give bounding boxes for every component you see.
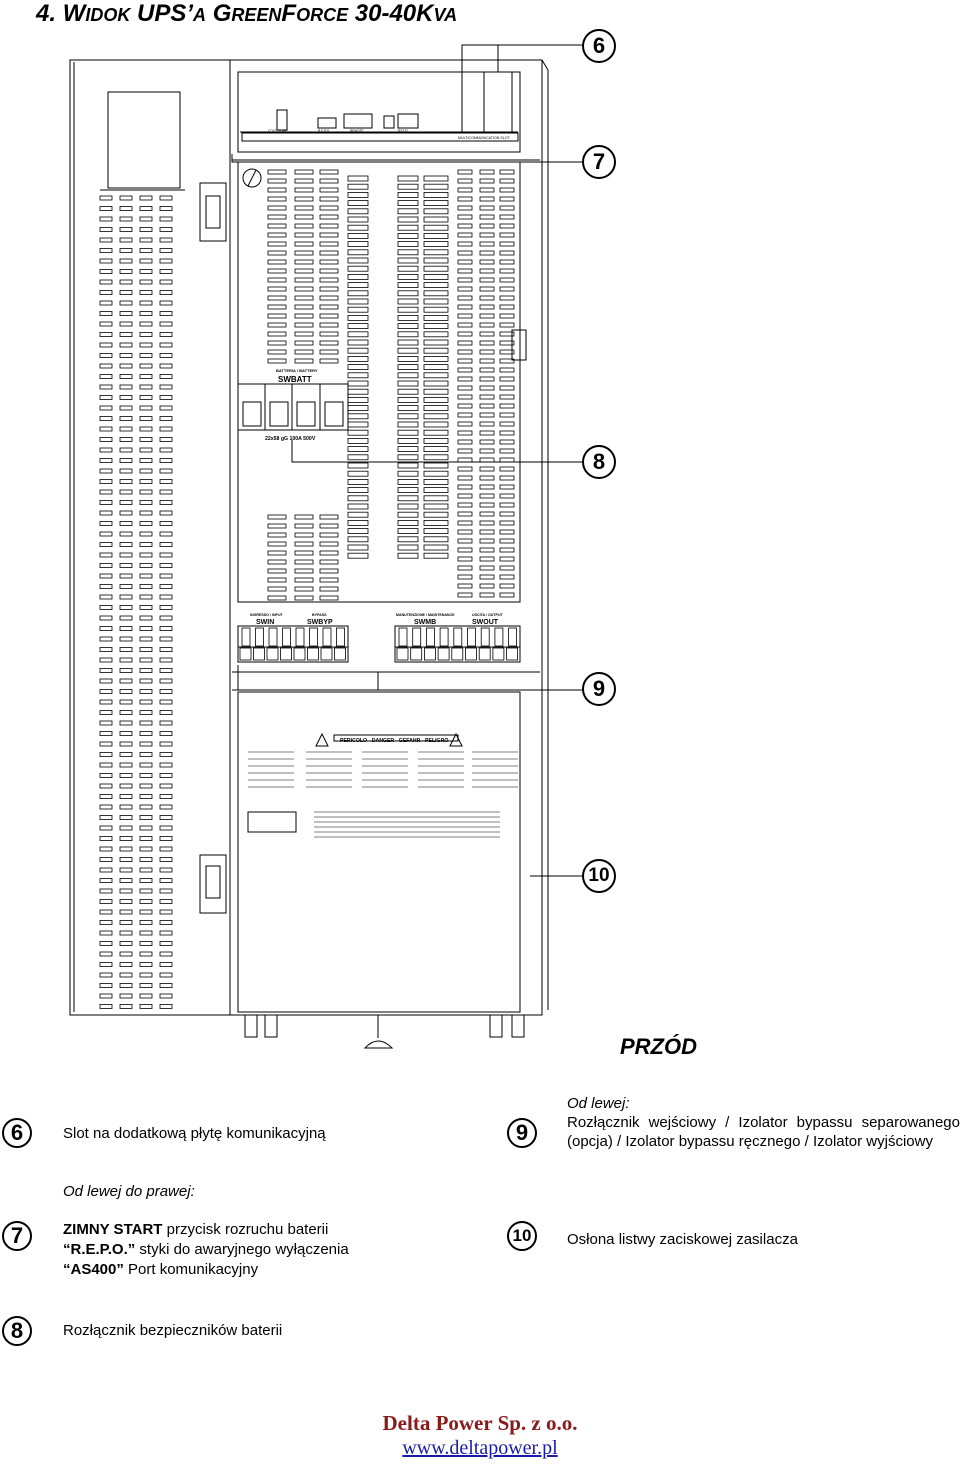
- label-swin: SWIN: [256, 619, 274, 626]
- label-swbyp-header: BYPASS: [312, 613, 327, 617]
- legend-7-line1-rest: przycisk rozruchu baterii: [162, 1221, 329, 1238]
- title-apos: ’: [186, 0, 194, 27]
- title-reen: REEN: [231, 5, 282, 25]
- callout-10: 10: [582, 859, 616, 893]
- title-model: 30-40: [354, 0, 417, 27]
- legend-7-line2-rest: styki do awaryjnego wyłączenia: [135, 1241, 349, 1258]
- breaker-stack: [347, 175, 449, 559]
- legend-7-line3-bold: “AS400”: [63, 1261, 124, 1278]
- legend-7-intro: Od lewej do prawej:: [63, 1183, 195, 1200]
- callout-7: 7: [582, 145, 616, 179]
- label-swbyp: SWBYP: [307, 619, 333, 626]
- battery-switch-block: [237, 383, 349, 431]
- legend-10-number: 10: [507, 1221, 537, 1251]
- title-a: A: [193, 5, 207, 25]
- legend-9-text: Rozłącznik wejściowy / Izolator bypassu …: [567, 1114, 960, 1150]
- title-f: F: [281, 0, 297, 27]
- callout-9: 9: [582, 672, 616, 706]
- section-number: 4.: [36, 0, 57, 27]
- label-comm-slot: MULTICOMMUNICATION SLOT: [458, 136, 511, 140]
- title-ups: UPS: [137, 0, 187, 27]
- legend-10-text: Osłona listwy zaciskowej zasilacza: [567, 1231, 798, 1248]
- section-title: 4. WIDOK UPS’A GREENFORCE 30-40KVA: [36, 0, 457, 28]
- legend-7-line2-bold: “R.E.P.O.”: [63, 1241, 136, 1258]
- switch-poles: [239, 627, 519, 661]
- label-swbatt: SWBATT: [278, 375, 312, 384]
- company-url[interactable]: www.deltapower.pl: [402, 1437, 558, 1459]
- legend-7-line1: ZIMNY START przycisk rozruchu baterii: [63, 1220, 328, 1239]
- title-orce: ORCE: [296, 5, 349, 25]
- legend-6-number: 6: [2, 1118, 32, 1148]
- legend-7-number: 7: [2, 1221, 32, 1251]
- legend-7-line3: “AS400” Port komunikacyjny: [63, 1260, 258, 1279]
- legend-7-line1-bold: ZIMNY START: [63, 1221, 163, 1238]
- legend-6-text: Slot na dodatkową płytę komunikacyjną: [63, 1125, 326, 1142]
- company-name: Delta Power Sp. z o.o.: [382, 1411, 578, 1435]
- cabinet-vents: [267, 169, 515, 601]
- ups-front-drawing: COLD START R.E.P.O. REMOTE RS232 MULTICO…: [69, 44, 582, 1049]
- label-rs232: RS232: [398, 129, 408, 133]
- legend-9-number: 9: [507, 1118, 537, 1148]
- cabinet-body: [229, 59, 543, 1016]
- title-k: K: [416, 0, 434, 27]
- label-swin-header: INGRESSO / INPUT: [250, 613, 284, 617]
- warning-text-blocks: [248, 751, 518, 838]
- title-va: VA: [433, 5, 458, 25]
- label-swmb: SWMB: [414, 619, 436, 626]
- callout-6: 6: [582, 29, 616, 63]
- legend-8-text: Rozłącznik bezpieczników baterii: [63, 1322, 283, 1339]
- terminal-cover: [237, 691, 521, 1013]
- left-door-vents: [99, 195, 173, 1009]
- callout-8: 8: [582, 445, 616, 479]
- top-comm-panel: [237, 71, 521, 153]
- title-w: W: [62, 0, 86, 27]
- legend-7-line2: “R.E.P.O.” styki do awaryjnego wyłączeni…: [63, 1240, 349, 1259]
- warning-icon: [315, 732, 463, 747]
- title-g: G: [212, 0, 232, 27]
- label-fuse-rating: 22x58 gG 100A 500V: [265, 436, 316, 442]
- title-idok: IDOK: [85, 5, 131, 25]
- label-warning-banner: PERICOLO - DANGER - GEFAHR - PELIGRO: [340, 738, 448, 744]
- label-repo: R.E.P.O.: [318, 129, 330, 133]
- label-battery-header: BATTERIA / BATTERY: [276, 368, 318, 373]
- label-swout: SWOUT: [472, 619, 499, 626]
- front-label: PRZÓD: [620, 1034, 697, 1059]
- label-cold-start: COLD START: [268, 129, 288, 133]
- legend-8-number: 8: [2, 1316, 32, 1346]
- label-swout-header: USCITA / OUTPUT: [472, 613, 504, 617]
- legend-7-line3-rest: Port komunikacyjny: [123, 1261, 259, 1278]
- label-remote: REMOTE: [350, 129, 364, 133]
- legend-9-intro: Od lewej:: [567, 1095, 630, 1112]
- label-swmb-header: MANUTENZIONE / MAINTENANCE: [396, 613, 455, 617]
